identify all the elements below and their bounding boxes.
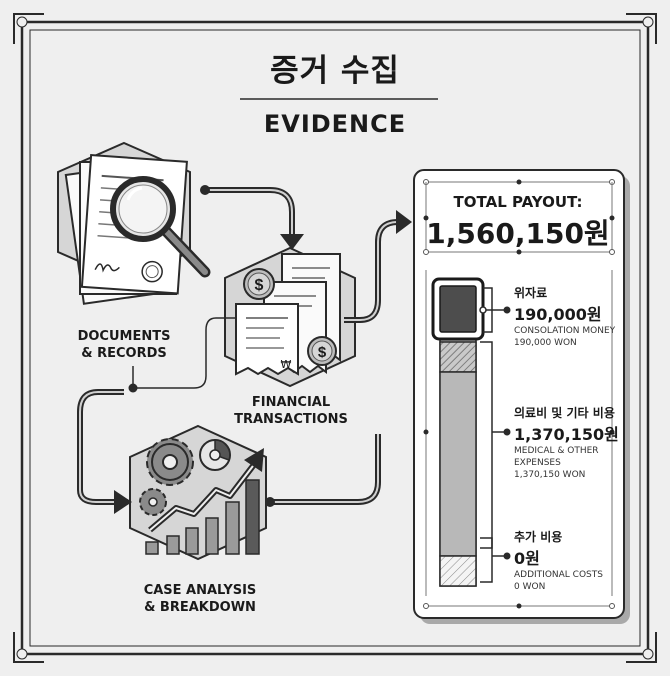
pie-chart-icon <box>199 439 231 471</box>
item-english-label: CONSOLATION MONEY <box>514 326 616 336</box>
total-payout-label: TOTAL PAYOUT: <box>453 193 583 211</box>
item-won-label: 1,370,150 WON <box>514 470 586 480</box>
title-english: EVIDENCE <box>263 110 407 138</box>
dollar-coin-icon <box>307 336 337 366</box>
receipt-won-symbol: ₩ <box>281 358 292 371</box>
stage-caption-analysis: CASE ANALYSIS & BREAKDOWN <box>126 582 274 616</box>
bar-chart-icon <box>145 479 260 555</box>
stage-caption-line: CASE ANALYSIS <box>143 583 257 598</box>
item-amount: 1,370,150원 <box>514 425 619 444</box>
stage-caption-line: & RECORDS <box>81 346 167 361</box>
item-won-label: 190,000 WON <box>514 338 577 348</box>
coin-symbol: $ <box>318 344 327 361</box>
breakdown-brackets <box>479 287 511 583</box>
item-english-label: ADDITIONAL COSTS <box>514 570 603 580</box>
coin-symbol: $ <box>255 277 264 294</box>
item-amount: 0원 <box>514 549 540 568</box>
case-analysis-icon <box>129 424 267 561</box>
stage-caption-line: FINANCIAL <box>251 395 331 410</box>
gear-icon <box>146 438 194 486</box>
item-korean-label: 위자료 <box>514 286 548 300</box>
breakdown-item-consolation: 위자료 190,000원 CONSOLATION MONEY 190,000 W… <box>514 284 624 349</box>
item-english-label: MEDICAL & OTHER <box>514 446 599 456</box>
trend-arrow-icon <box>148 448 264 533</box>
documents-icon <box>57 141 211 305</box>
breakdown-item-additional: 추가 비용 0원 ADDITIONAL COSTS 0 WON <box>514 528 624 593</box>
stage-caption-line: & BREAKDOWN <box>144 600 256 615</box>
item-korean-label: 추가 비용 <box>514 530 563 544</box>
stage-caption-documents: DOCUMENTS & RECORDS <box>62 328 186 362</box>
payout-breakdown-bar <box>431 277 485 587</box>
stage-caption-financial: FINANCIAL TRANSACTIONS <box>226 394 356 428</box>
flow-connectors <box>77 185 412 514</box>
magnifying-glass-icon <box>110 176 211 278</box>
total-payout-value: 1,560,150원 <box>426 217 610 250</box>
payout-panel <box>413 169 630 624</box>
financial-transactions-icon <box>224 246 356 388</box>
title-korean: 증거 수집 <box>270 53 400 89</box>
dollar-coin-icon <box>243 268 275 300</box>
item-amount: 190,000원 <box>514 305 602 324</box>
breakdown-item-medical: 의료비 및 기타 비용 1,370,150원 MEDICAL & OTHER E… <box>514 404 624 481</box>
page-frame <box>13 13 657 663</box>
gear-icon <box>139 488 167 516</box>
item-english-label: EXPENSES <box>514 458 561 468</box>
stage-caption-line: TRANSACTIONS <box>234 412 348 427</box>
item-korean-label: 의료비 및 기타 비용 <box>514 406 615 420</box>
stage-caption-line: DOCUMENTS <box>77 329 171 344</box>
item-won-label: 0 WON <box>514 582 546 592</box>
